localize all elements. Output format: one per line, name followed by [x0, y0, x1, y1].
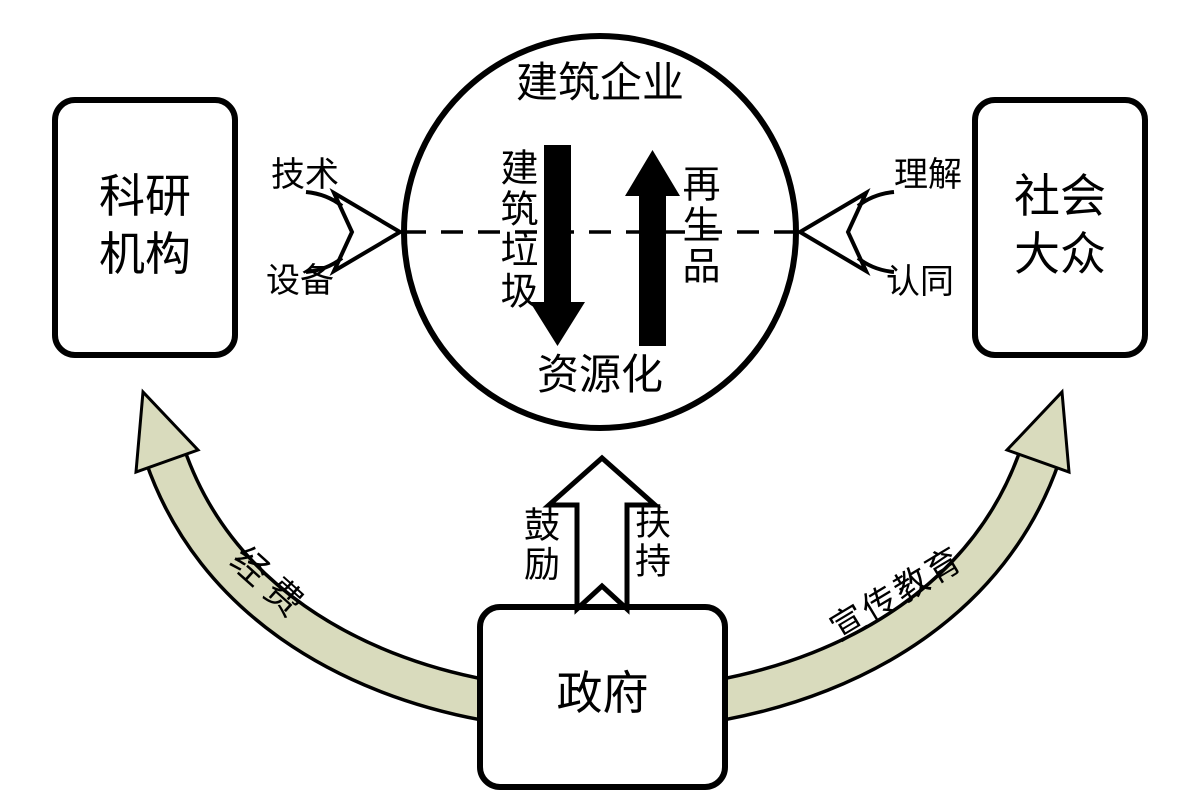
- funding-arrow-band: [147, 448, 489, 719]
- understand-arrow-stem: [856, 190, 895, 208]
- understand-label: 理解: [894, 157, 962, 194]
- tech-label: 技术: [271, 157, 339, 194]
- encourage-label: 鼓励: [519, 506, 559, 584]
- funding-arrow-head: [134, 388, 201, 475]
- understanding-arrow: [796, 188, 871, 276]
- publicity-arrow-band: [716, 448, 1058, 719]
- equipment-label: 设备: [266, 263, 334, 300]
- public-box: [972, 97, 1148, 358]
- recycled-label: 再生品: [676, 164, 718, 287]
- publicity-arrow-head: [1004, 388, 1071, 475]
- waste-label: 建筑垃圾: [494, 148, 536, 312]
- research-box: [52, 97, 238, 358]
- public-line2: 大众: [1014, 228, 1106, 280]
- research-line1: 科研: [99, 171, 191, 222]
- equipment-arrow-stem: [305, 256, 344, 274]
- government-box: [477, 604, 728, 790]
- recycled-up-arrow: [625, 150, 680, 346]
- support-label: 扶持: [630, 503, 670, 581]
- resource-label: 资源化: [536, 353, 663, 399]
- tech-arrow-stem: [305, 190, 344, 208]
- waste-down-arrow: [530, 145, 585, 346]
- public-line1: 社会: [1014, 171, 1106, 222]
- tech-equipment-arrow: [329, 188, 404, 276]
- recognize-label: 认同: [886, 264, 954, 301]
- research-box-label: 科研 机构: [55, 168, 235, 283]
- public-box-label: 社会 大众: [975, 168, 1145, 283]
- government-up-arrow: [542, 454, 662, 615]
- recognize-arrow-stem: [856, 256, 895, 274]
- enterprise-label: 建筑企业: [515, 61, 684, 107]
- government-label: 政府: [556, 668, 649, 719]
- research-line2: 机构: [99, 228, 191, 280]
